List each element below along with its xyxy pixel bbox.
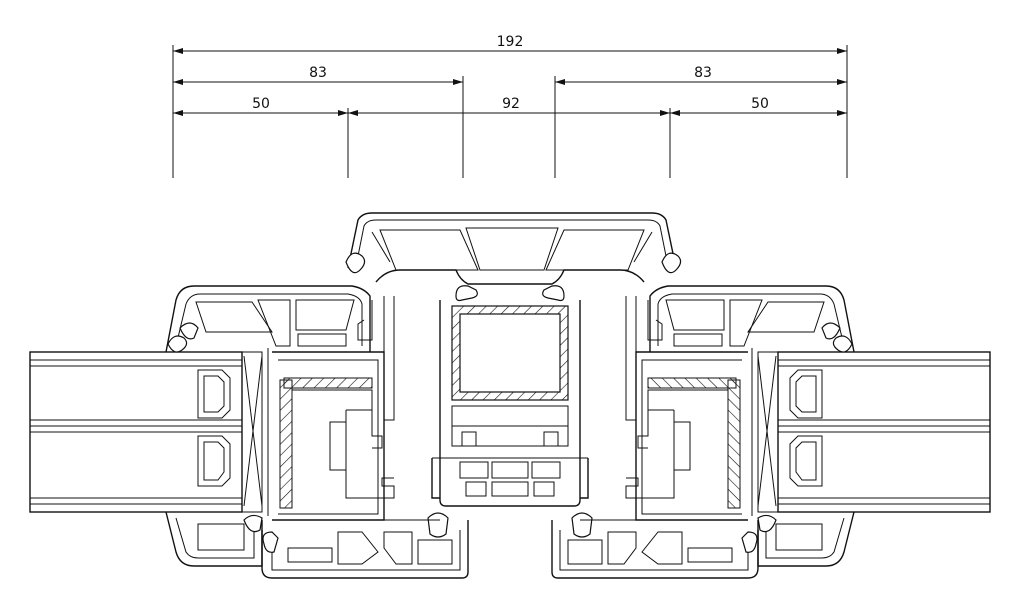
dim-label-overall: 192: [497, 34, 524, 50]
left-sash-profile: [29, 285, 469, 579]
dim-label-mullion: 92: [502, 96, 520, 112]
dimension-lines: 192 83 83 50 92 50: [172, 34, 848, 178]
central-mullion-profile: [345, 212, 682, 538]
dim-label-left-sash: 83: [309, 65, 327, 81]
dim-label-left-frame: 50: [252, 96, 270, 112]
dim-label-right-frame: 50: [751, 96, 769, 112]
dim-label-right-sash: 83: [694, 65, 712, 81]
right-sash-profile: [551, 285, 991, 579]
